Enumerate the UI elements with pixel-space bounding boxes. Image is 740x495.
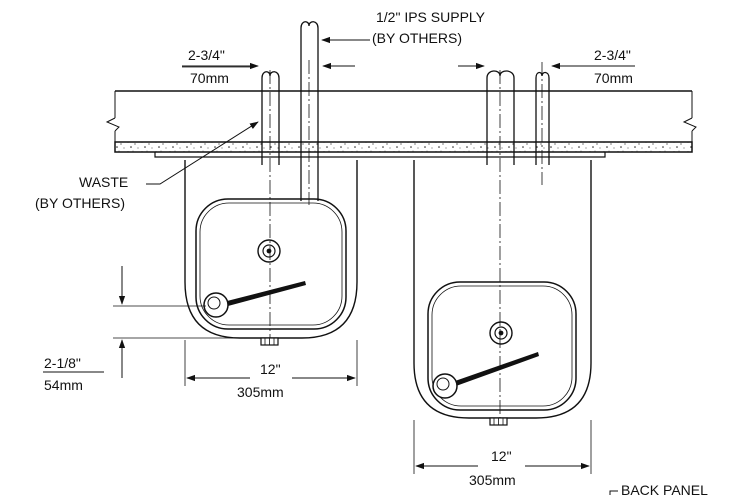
supply-label-line2: (BY OTHERS) bbox=[372, 30, 462, 46]
left-bubbler-icon bbox=[257, 239, 281, 263]
right-width-metric: 305mm bbox=[469, 472, 516, 488]
height-metric: 54mm bbox=[44, 377, 83, 393]
left-width-imperial: 12" bbox=[260, 361, 281, 377]
height-imperial: 2-1/8" bbox=[44, 355, 81, 371]
height-dimension: 2-1/8" 54mm bbox=[43, 266, 258, 393]
wall-section bbox=[105, 90, 697, 142]
right-offset-metric: 70mm bbox=[594, 70, 633, 86]
right-width-dimension: 12" 305mm bbox=[413, 420, 592, 488]
right-fountain bbox=[413, 160, 592, 426]
left-supply-pipe bbox=[300, 21, 319, 201]
center-lines bbox=[269, 60, 543, 420]
back-panel-slab bbox=[114, 141, 693, 158]
left-push-button-icon bbox=[203, 281, 306, 318]
left-offset-dimension: 2-3/4" 70mm bbox=[182, 47, 259, 86]
waste-callout: WASTE (BY OTHERS) bbox=[35, 121, 259, 211]
left-width-dimension: 12" 305mm bbox=[184, 340, 358, 400]
left-offset-imperial: 2-3/4" bbox=[188, 47, 225, 63]
back-panel-label: BACK PANEL bbox=[621, 482, 708, 495]
pipes bbox=[261, 21, 550, 201]
right-offset-dimension: 2-3/4" 70mm bbox=[458, 47, 635, 86]
supply-label-line1: 1/2" IPS SUPPLY bbox=[376, 9, 486, 25]
left-offset-metric: 70mm bbox=[190, 70, 229, 86]
left-drain-outlet bbox=[260, 337, 279, 346]
supply-dimension: 1/2" IPS SUPPLY (BY OTHERS) bbox=[321, 9, 486, 70]
left-fountain bbox=[184, 160, 358, 346]
waste-label-line2: (BY OTHERS) bbox=[35, 195, 125, 211]
back-panel-callout: BACK PANEL bbox=[609, 482, 708, 495]
right-offset-imperial: 2-3/4" bbox=[594, 47, 631, 63]
right-push-button-icon bbox=[432, 352, 539, 399]
right-drain-outlet bbox=[489, 417, 508, 426]
left-width-metric: 305mm bbox=[237, 384, 284, 400]
right-bubbler-icon bbox=[489, 321, 513, 345]
right-width-imperial: 12" bbox=[491, 448, 512, 464]
waste-label-line1: WASTE bbox=[79, 174, 128, 190]
